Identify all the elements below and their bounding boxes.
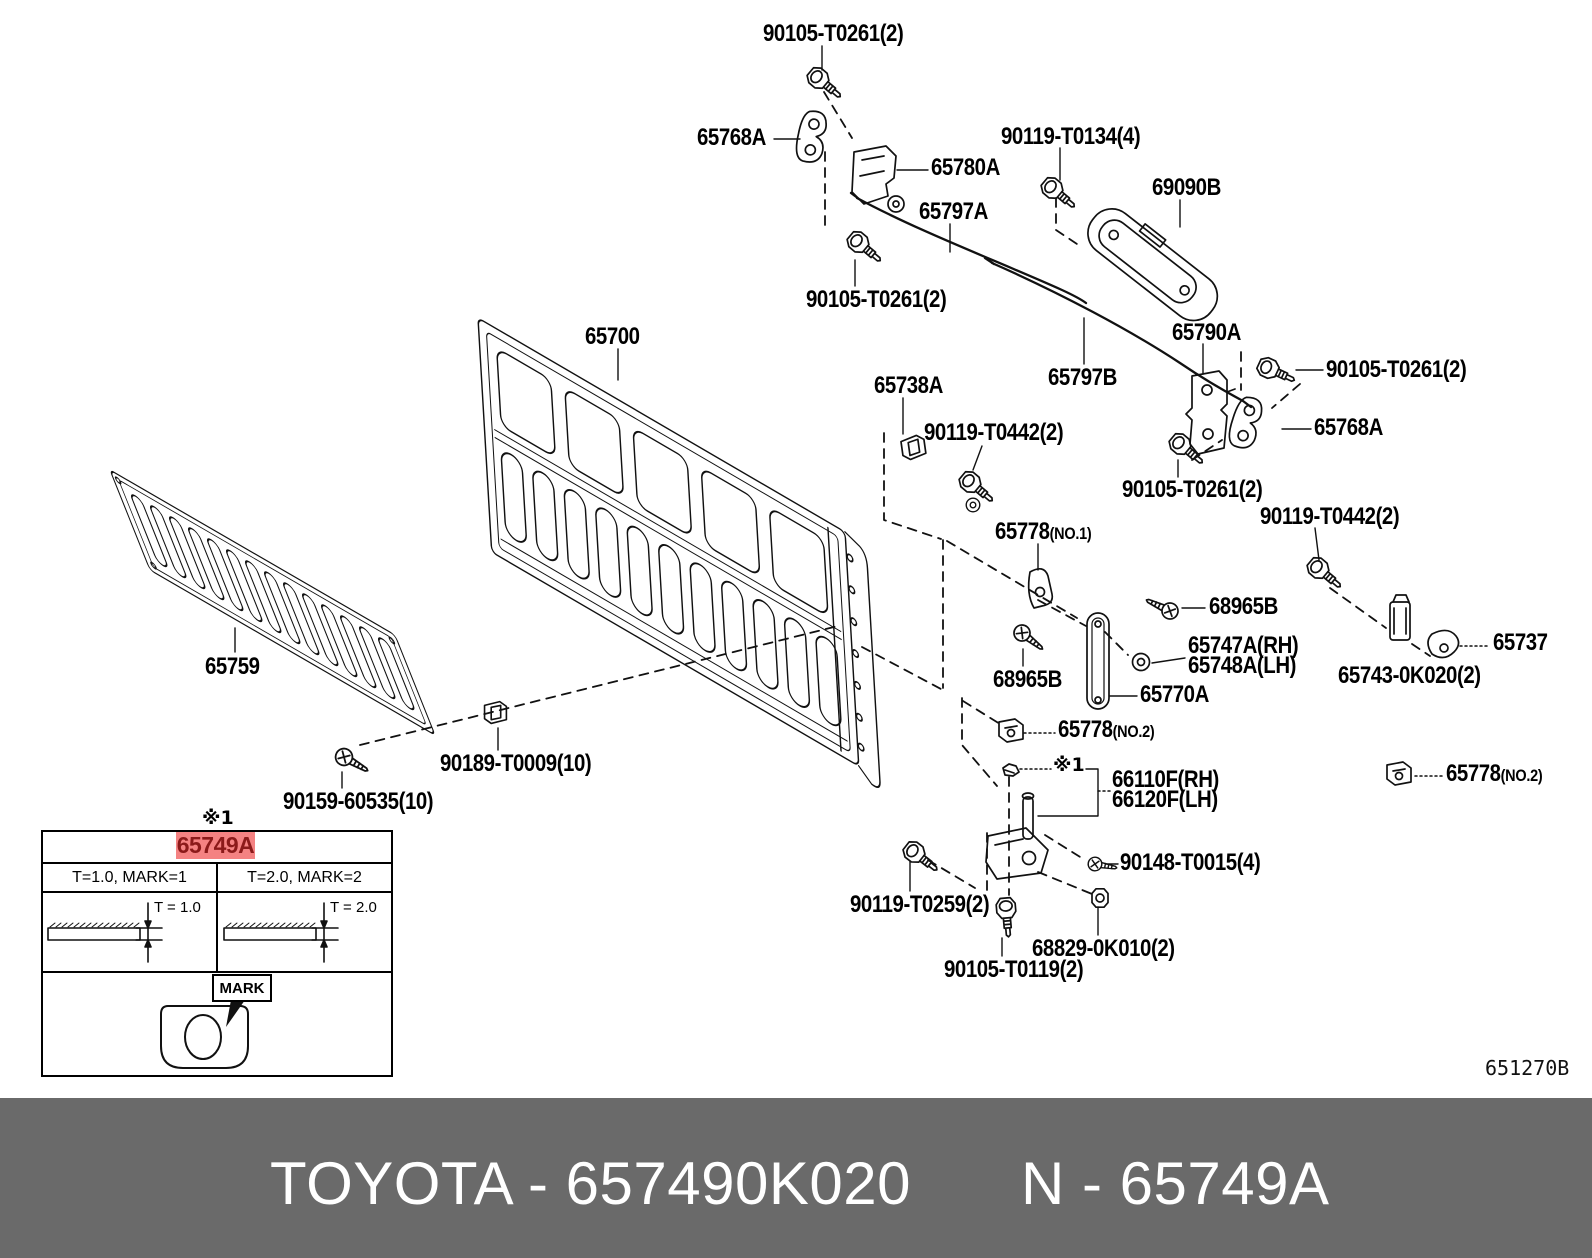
part-label-65700-7: 65700 — [585, 323, 640, 350]
part-label-suffix: (NO.2) — [1112, 722, 1155, 741]
spec-table-mark-row: T=1.0, MARK=1 T=2.0, MARK=2 — [43, 864, 391, 893]
thickness-spec-table: T=1.0, MARK=1 T=2.0, MARK=2 — [41, 830, 393, 1077]
spec-col-t1: T=1.0, MARK=1 — [43, 864, 218, 891]
assembly-dashed-lines — [359, 91, 1431, 896]
part-label-65778-16: 65778(NO.1) — [995, 518, 1092, 545]
part-label-1-30: ※1 — [1053, 754, 1085, 776]
spec-col-t2: T=2.0, MARK=2 — [247, 868, 362, 886]
part-label-68965b-20: 68965B — [993, 666, 1062, 693]
tailgate-cover-art — [110, 470, 435, 735]
part-label-65797b-8: 65797B — [1048, 364, 1117, 391]
diagram-code: 651270B — [1485, 1056, 1570, 1080]
part-label-90105t02612-10: 90105-T0261(2) — [1326, 356, 1467, 383]
part-label-90119t01344-3: 90119-T0134(4) — [1001, 123, 1141, 150]
part-label-65778-29: 65778(NO.2) — [1446, 760, 1543, 787]
part-label-65738a-11: 65738A — [874, 372, 943, 399]
part-label-65780a-2: 65780A — [931, 154, 1000, 181]
spec-table-diagram-row — [43, 893, 391, 973]
part-label-69090b-4: 69090B — [1152, 174, 1221, 201]
part-label-90148t00154-33: 90148-T0015(4) — [1120, 849, 1261, 876]
part-label-688290k0102-35: 68829-0K010(2) — [1032, 935, 1175, 962]
thickness-diagram-right — [223, 902, 339, 963]
lock-assembly-65790A-art — [1185, 370, 1236, 455]
highlighted-part-number: 65749A — [176, 832, 255, 859]
handle-69090B-art — [1087, 208, 1219, 322]
part-label-65747arh-18: 65747A(RH) — [1188, 632, 1299, 659]
part-label-68965b-17: 68965B — [1209, 593, 1278, 620]
mark-location-sketch — [160, 1000, 249, 1069]
part-label-66110frh-31: 66110F(RH) — [1112, 766, 1219, 793]
part-label-90105t02612-14: 90105-T0261(2) — [1122, 476, 1263, 503]
thickness-label-2: T = 2.0 — [330, 899, 377, 916]
part-label-66120flh-32: 66120F(LH) — [1112, 786, 1218, 813]
part-label-65759-25: 65759 — [205, 653, 260, 680]
part-label-suffix: (NO.1) — [1049, 524, 1092, 543]
label-leader-lines — [234, 45, 1324, 957]
part-label-90119t04422-15: 90119-T0442(2) — [1260, 503, 1400, 530]
thickness-diagram-left — [47, 902, 163, 963]
part-label-901596053510-27: 90159-60535(10) — [283, 788, 434, 815]
latch-65780A-art — [851, 145, 897, 205]
spec-table-header-row — [43, 832, 391, 864]
part-label-1-28: ※1 — [202, 807, 234, 829]
link-65770A-art — [1086, 612, 1110, 710]
banner-brand-part-number: TOYOTA - 657490K020 — [270, 1150, 911, 1217]
mark-callout-box: MARK — [212, 974, 272, 1002]
hinge-66110F-art — [1022, 796, 1034, 840]
part-label-65768a-13: 65768A — [1314, 414, 1383, 441]
part-label-suffix: (NO.2) — [1500, 766, 1543, 785]
spec-diagram-cell-t1 — [43, 893, 218, 971]
part-label-90189t000910-26: 90189-T0009(10) — [440, 750, 592, 777]
part-label-65770a-21: 65770A — [1140, 681, 1209, 708]
part-label-90119t04422-12: 90119-T0442(2) — [924, 419, 1064, 446]
part-label-65737-23: 65737 — [1493, 629, 1548, 656]
dotted-leader-lines — [1019, 645, 1491, 792]
part-label-90119t02592-34: 90119-T0259(2) — [850, 891, 990, 918]
tailgate-panel-art — [477, 319, 881, 788]
part-label-90105t02612-0: 90105-T0261(2) — [763, 20, 904, 47]
part-label-657430k0202-24: 65743-0K020(2) — [1338, 662, 1481, 689]
part-label-90105t02612-6: 90105-T0261(2) — [806, 286, 947, 313]
part-number-banner: TOYOTA - 657490K020 N - 65749A — [0, 1098, 1592, 1258]
part-label-90105t01192-36: 90105-T0119(2) — [944, 956, 1084, 983]
part-label-65768a-1: 65768A — [697, 124, 766, 151]
striker-65737-art — [1427, 629, 1460, 659]
part-label-65748alh-19: 65748A(LH) — [1188, 652, 1296, 679]
thickness-label-1: T = 1.0 — [154, 899, 201, 916]
part-label-65778-22: 65778(NO.2) — [1058, 716, 1155, 743]
small-clip-art — [1002, 763, 1020, 777]
clip-65743-art — [1389, 601, 1411, 641]
part-label-65797a-5: 65797A — [919, 198, 988, 225]
part-label-65790a-9: 65790A — [1172, 319, 1241, 346]
banner-reference-number: N - 65749A — [1021, 1150, 1330, 1217]
